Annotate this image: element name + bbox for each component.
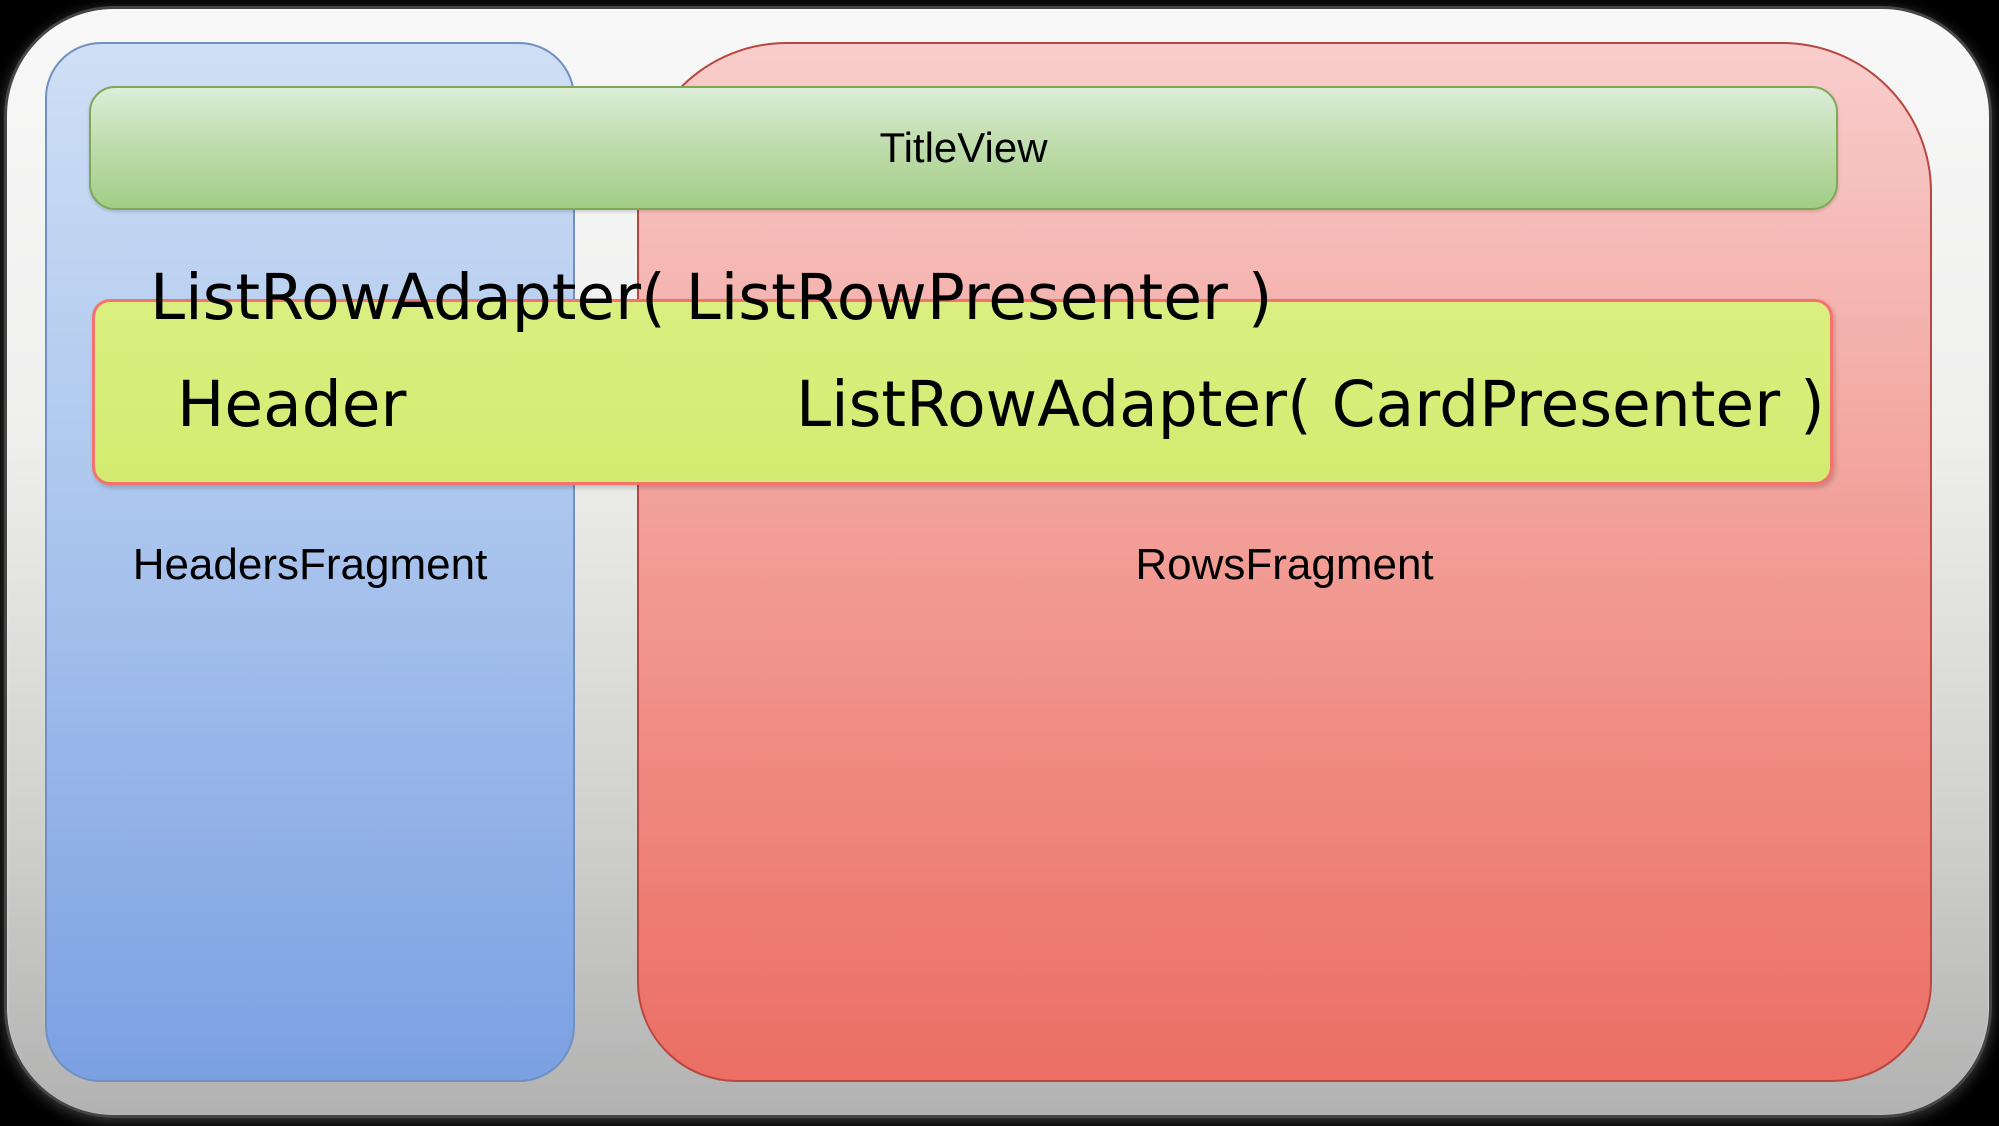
title-view-label: TitleView — [879, 124, 1048, 171]
header-caption: Header — [177, 368, 407, 441]
list-row-presenter-caption: ListRowAdapter( ListRowPresenter ) — [150, 261, 1273, 334]
card-presenter-caption: ListRowAdapter( CardPresenter ) — [796, 368, 1825, 441]
rows-fragment-panel — [637, 42, 1932, 1082]
title-view-bar: TitleView — [89, 86, 1838, 210]
headers-fragment-label: HeadersFragment — [132, 540, 488, 589]
list-row-box — [92, 299, 1833, 485]
headers-fragment-panel — [45, 42, 575, 1082]
rows-fragment-label: RowsFragment — [1135, 540, 1434, 589]
